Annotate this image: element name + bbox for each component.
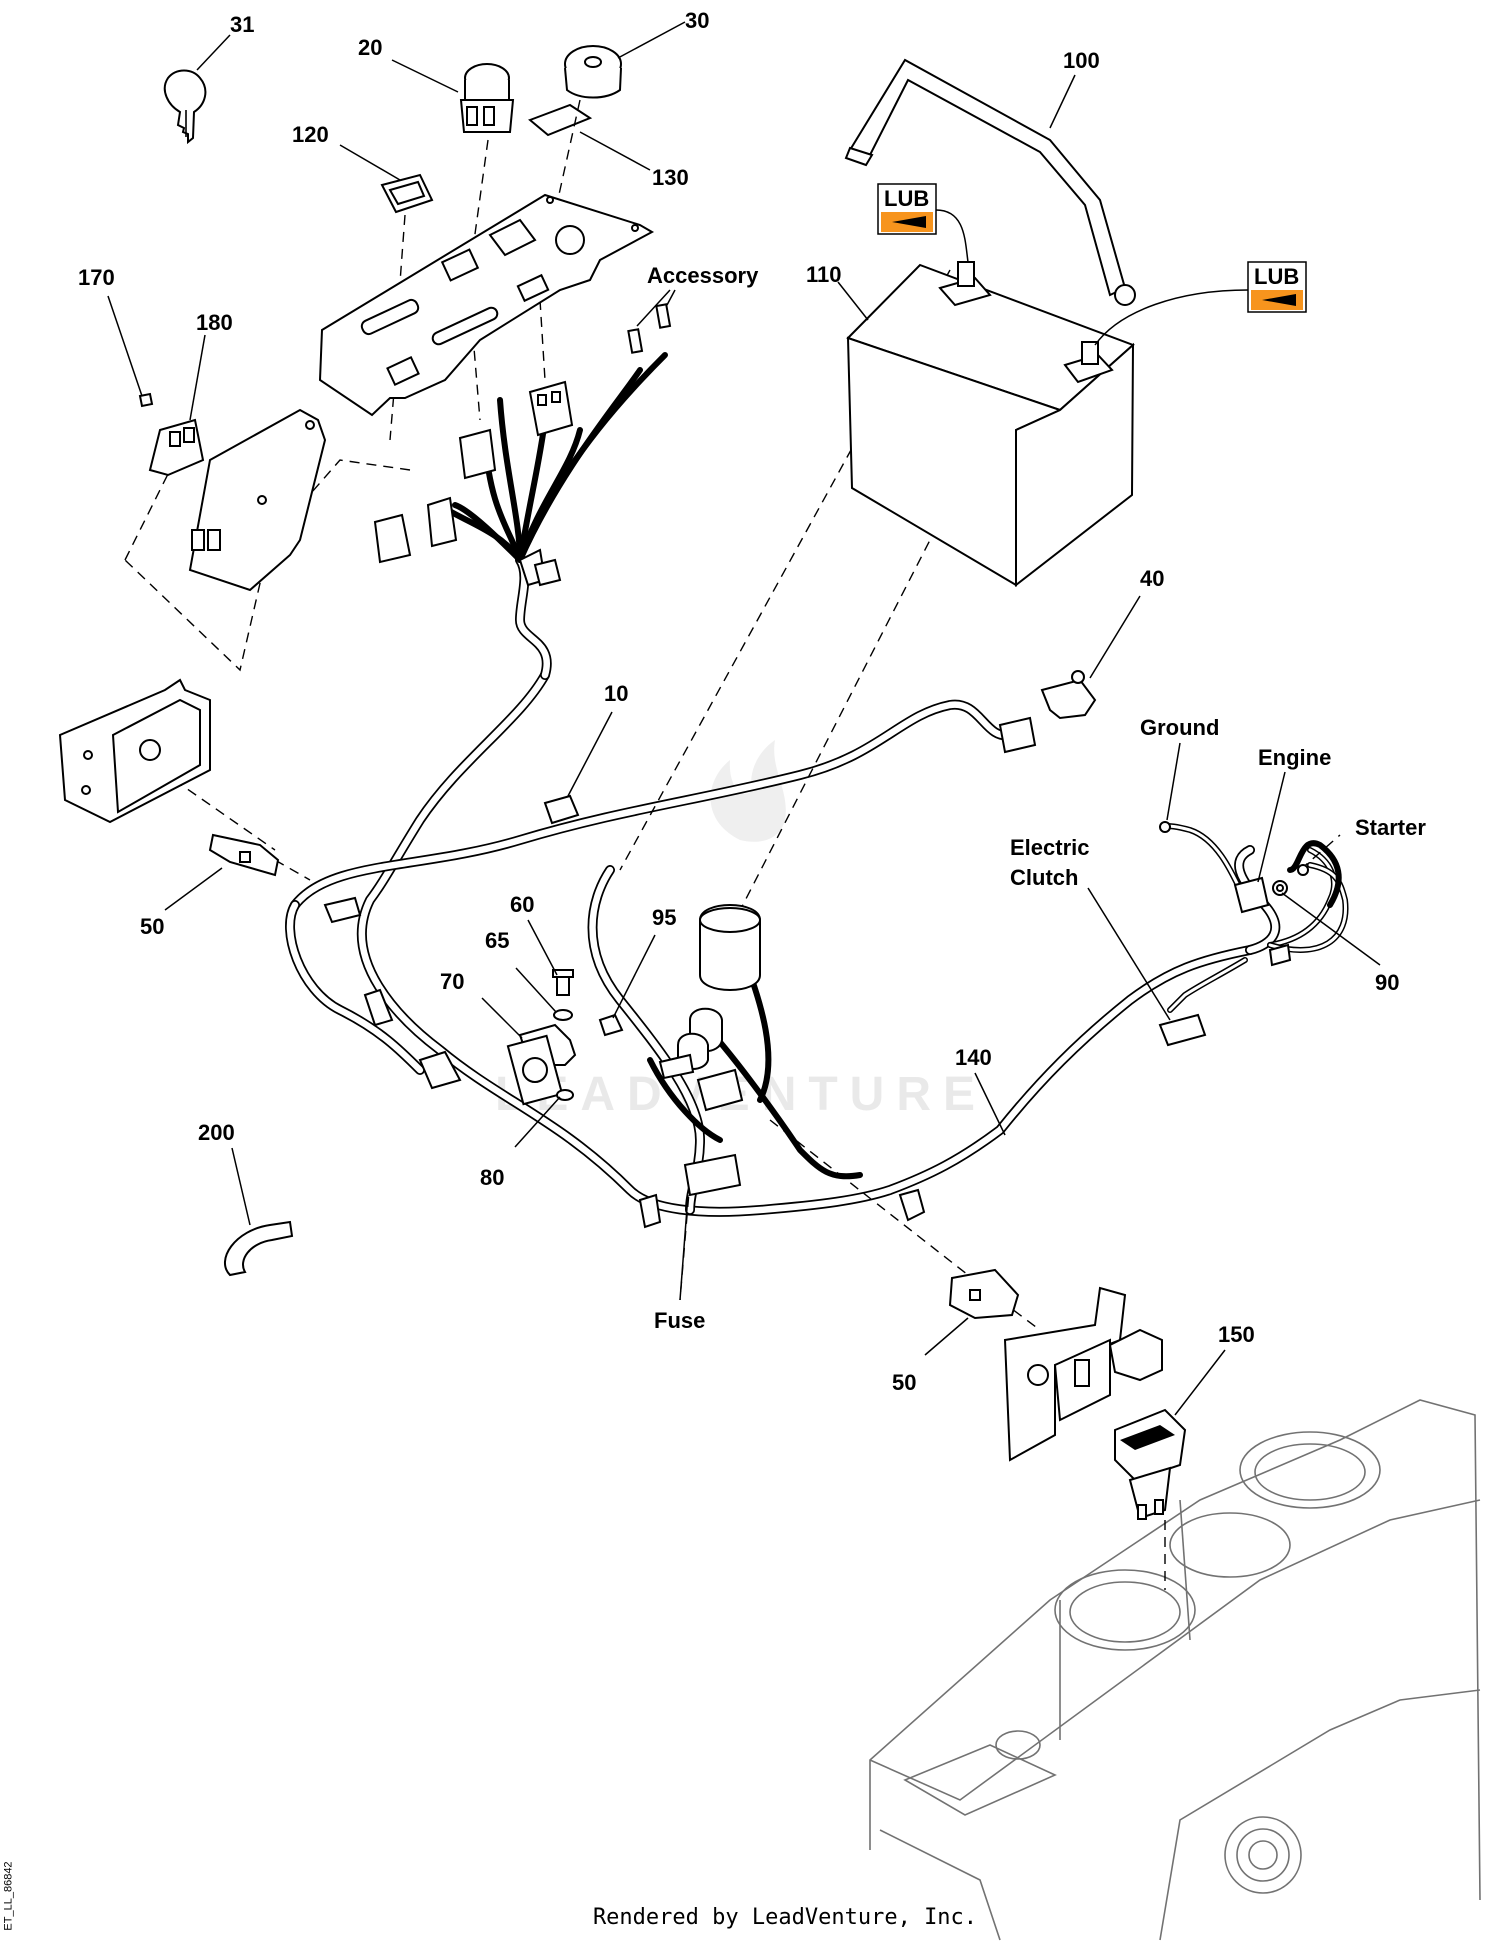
callout-150: 150 [1218,1322,1255,1347]
connector-50-right: 50 [892,1268,1020,1395]
callout-40: 40 [1140,566,1164,591]
callout-10: 10 [604,681,628,706]
left-bracket-part [58,678,211,824]
harness-connectors-upper: Accessory [373,263,759,587]
seat-switch-part: 40 [998,566,1164,754]
callout-70: 70 [440,969,464,994]
callout-20: 20 [358,35,382,60]
switch-150-part: 150 [1114,1322,1255,1520]
ignition-switch-part: 30 [564,8,709,99]
pto-switch-part: 20 [358,35,515,133]
label-starter: Starter [1355,815,1426,840]
callout-80: 80 [480,1165,504,1190]
callout-50-right: 50 [892,1370,916,1395]
callout-60: 60 [510,892,534,917]
connector-50-left: 50 [140,833,394,1027]
label-electric: Electric [1010,835,1090,860]
lub-badge-right: LUB [1094,261,1307,346]
callout-120: 120 [292,122,329,147]
callout-100: 100 [1063,48,1100,73]
right-bracket-part [1003,1286,1163,1462]
label-engine: Engine [1258,745,1331,770]
callout-95: 95 [652,905,676,930]
battery-part: 110 [806,261,1135,588]
side-identifier: ET_LL_86842 [2,1861,15,1931]
callout-50-left: 50 [140,914,164,939]
lub-text-right: LUB [1254,264,1299,289]
dash-plate-part [318,193,655,417]
harness-140-callout: 140 [955,1045,1006,1136]
switch-120-part: 120 [292,122,434,214]
label-clutch: Clutch [1010,865,1078,890]
footer-text: Rendered by LeadVenture, Inc. [592,1905,978,1930]
lub-text-left: LUB [884,186,929,211]
lub-badge-left: LUB [877,183,969,263]
hold-down-rod-part: 100 [844,48,1136,306]
cable-tie-part: 200 [198,1120,294,1277]
key-part: 31 [163,12,254,145]
callout-170: 170 [78,265,115,290]
label-accessory: Accessory [647,263,759,288]
callout-65: 65 [485,928,509,953]
console-housing [869,1399,1481,1941]
relay-10-part: 10 [543,681,628,825]
callout-140: 140 [955,1045,992,1070]
callout-180: 180 [196,310,233,335]
callout-31: 31 [230,12,254,37]
footer-credit: Rendered by LeadVenture, Inc. [0,1905,1500,1930]
label-fuse: Fuse [654,1308,705,1333]
callout-130: 130 [652,165,689,190]
label-ground: Ground [1140,715,1219,740]
callout-200: 200 [198,1120,235,1145]
engine-side-connectors: Ground Engine 90 Starter Electric Clutch [1010,715,1426,1047]
part-170-180-bracket: 170 180 [78,265,327,592]
callout-110: 110 [806,262,842,287]
solenoid-70-assembly: 60 65 70 80 95 [440,892,676,1190]
battery-cable-boots: Fuse [418,558,1292,1333]
callout-90: 90 [1375,970,1399,995]
decal-part: 130 [528,103,689,190]
callout-30: 30 [685,8,709,33]
